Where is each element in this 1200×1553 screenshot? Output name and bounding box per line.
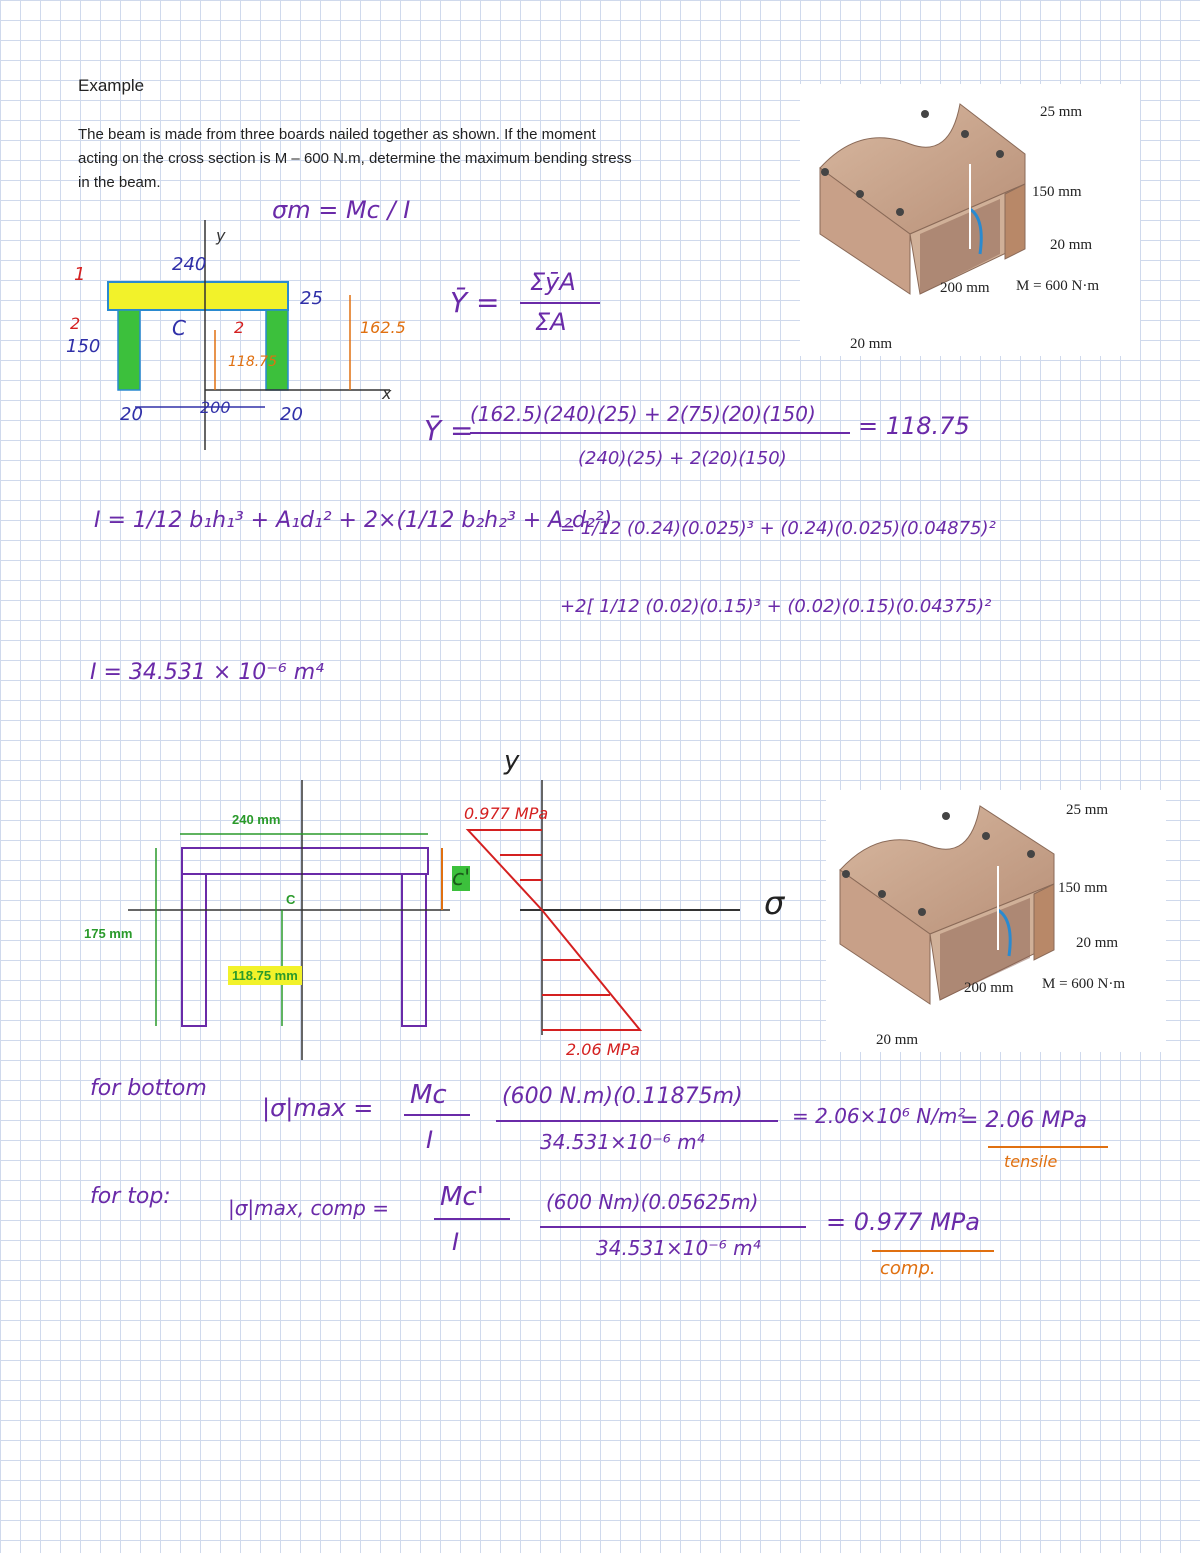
fig-top-flange: 25 mm xyxy=(1040,104,1083,120)
fig2-width: 200 mm xyxy=(964,980,1014,996)
sketch-20b: 20 xyxy=(280,404,303,425)
top-final: = 0.977 MPa xyxy=(826,1208,980,1236)
ybar-def-num: ΣȳA xyxy=(530,268,576,296)
diagram-width: 240 mm xyxy=(232,812,281,827)
problem-line-2: acting on the cross section is M – 600 N… xyxy=(78,150,632,167)
diagram-centroid: C xyxy=(286,892,296,907)
bottom-i: I xyxy=(426,1126,434,1154)
sketch-200: 200 xyxy=(200,398,231,417)
top-num: (600 Nm)(0.05625m) xyxy=(546,1190,759,1214)
fig2-web-height: 150 mm xyxy=(1058,880,1108,896)
top-mc: Mc' xyxy=(440,1182,484,1212)
bottom-mc-bar xyxy=(404,1114,470,1116)
sketch-axis-y: y xyxy=(216,226,226,245)
bottom-mc: Mc xyxy=(410,1080,447,1110)
ybar-bar xyxy=(470,432,850,434)
top-frac-bar xyxy=(540,1226,806,1228)
inertia-sub1: = 1/12 (0.24)(0.025)³ + (0.24)(0.025)(0.… xyxy=(560,518,996,539)
sketch-1: 1 xyxy=(74,264,86,285)
page-heading: Example xyxy=(78,76,145,95)
beam-illustration-bottom xyxy=(839,805,1055,1005)
ybar-def-den: ΣA xyxy=(535,308,567,336)
sketch-25: 25 xyxy=(300,288,323,309)
ybar-def-bar xyxy=(520,302,600,304)
sketch-2a: 2 xyxy=(70,314,81,333)
diagram-y-axis: y xyxy=(504,746,520,776)
bottom-result: = 2.06×10⁶ N/m² xyxy=(792,1104,966,1128)
diagram-c-prime: c' xyxy=(452,866,471,891)
ybar-numerator: (162.5)(240)(25) + 2(75)(20)(150) xyxy=(470,402,816,426)
fig2-top-flange: 25 mm xyxy=(1066,802,1109,818)
sketch-162: 162.5 xyxy=(360,318,406,337)
ybar-denominator: (240)(25) + 2(20)(150) xyxy=(578,448,787,469)
sketch-c: C xyxy=(172,316,186,340)
fig-web-height: 150 mm xyxy=(1032,184,1082,200)
top-underline xyxy=(872,1250,994,1252)
fig-moment: M = 600 N·m xyxy=(1016,278,1100,294)
fig-width: 200 mm xyxy=(940,280,990,296)
top-lhs: |σ|max, comp = xyxy=(228,1196,389,1220)
fig-bottom-thk: 20 mm xyxy=(850,336,893,352)
stress-diagram xyxy=(128,780,740,1060)
bottom-underline xyxy=(988,1146,1108,1148)
fig2-moment: M = 600 N·m xyxy=(1042,976,1126,992)
cross-section-sketch xyxy=(107,220,390,450)
inertia-formula: I = 1/12 b₁h₁³ + A₁d₁² + 2×(1/12 b₂h₂³ +… xyxy=(94,508,613,533)
bottom-lhs: |σ|max = xyxy=(262,1094,374,1122)
bottom-frac-bar xyxy=(496,1120,778,1122)
beam-figure-top: 25 mm 150 mm 20 mm 200 mm M = 600 N·m 20… xyxy=(800,84,1140,356)
bottom-note: tensile xyxy=(1004,1152,1058,1171)
sketch-axis-x: x xyxy=(382,384,392,403)
sketch-240: 240 xyxy=(172,254,207,275)
diagram-top-stress: 0.977 MPa xyxy=(464,804,549,823)
top-label: for top: xyxy=(90,1184,171,1209)
problem-line-3: in the beam. xyxy=(78,174,161,191)
top-note: comp. xyxy=(880,1258,936,1279)
fig2-bottom-thk: 20 mm xyxy=(876,1032,919,1048)
ybar-result: = 118.75 xyxy=(858,412,970,440)
diagram-bottom-stress: 2.06 MPa xyxy=(566,1040,640,1059)
fig-web-thk: 20 mm xyxy=(1050,237,1093,253)
top-den: 34.531×10⁻⁶ m⁴ xyxy=(596,1236,761,1260)
diagram-ybar: 118.75 mm xyxy=(228,966,302,985)
beam-illustration-top xyxy=(819,103,1026,295)
bottom-den: 34.531×10⁻⁶ m⁴ xyxy=(540,1130,705,1154)
fig2-web-thk: 20 mm xyxy=(1076,935,1119,951)
bottom-label: for bottom xyxy=(90,1076,207,1101)
beam-figure-bottom: 25 mm 150 mm 20 mm 200 mm M = 600 N·m 20… xyxy=(826,790,1166,1052)
problem-line-1: The beam is made from three boards naile… xyxy=(78,126,596,143)
inertia-sub2: +2[ 1/12 (0.02)(0.15)³ + (0.02)(0.15)(0.… xyxy=(560,596,992,617)
diagram-sigma-axis: σ xyxy=(764,884,785,922)
inertia-result: I = 34.531 × 10⁻⁶ m⁴ xyxy=(90,660,324,685)
top-i: I xyxy=(452,1228,460,1256)
bottom-final: = 2.06 MPa xyxy=(960,1108,1088,1133)
bottom-num: (600 N.m)(0.11875m) xyxy=(502,1084,743,1109)
diagram-height: 175 mm xyxy=(84,926,133,941)
sketch-2b: 2 xyxy=(234,318,245,337)
ybar-label: Ȳ = xyxy=(424,414,474,447)
sketch-118: 118.75 xyxy=(228,354,277,370)
sigma-m-formula: σm = Mc / I xyxy=(272,196,411,224)
sketch-20a: 20 xyxy=(120,404,143,425)
sketch-150: 150 xyxy=(66,336,101,357)
top-mc-bar xyxy=(434,1218,510,1220)
ybar-def-label: Ȳ = xyxy=(450,286,500,319)
